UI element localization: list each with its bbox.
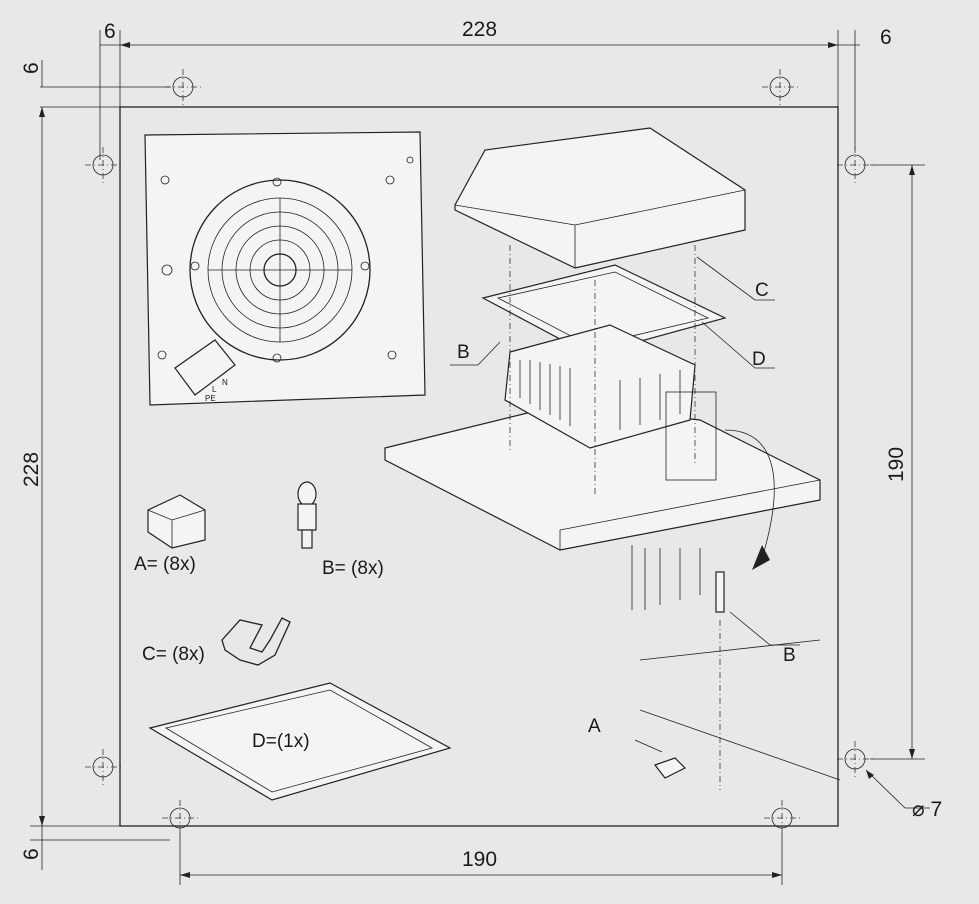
dim-top-right-offset: 6 [880,26,892,49]
part-d-label: D=(1x) [252,731,310,752]
callout-a-detail: A [588,716,601,737]
part-b-stud [297,481,317,549]
dim-left-height: 228 [20,452,43,487]
dim-hole-diameter: ⌀ 7 [912,798,942,821]
mounting-holes [85,69,873,836]
callout-leaders [450,256,800,753]
terminal-l: L [212,385,217,394]
callout-b-top: B [457,342,470,363]
part-c-spring-clip [221,617,291,666]
callout-b-detail: B [783,645,796,666]
dimension-arrows [39,42,915,878]
part-a-clip [147,494,206,549]
dim-right-height: 190 [885,447,908,482]
terminal-block [174,339,236,396]
terminal-n: N [222,378,228,387]
part-d-gasket [148,682,452,801]
exploded-assembly [384,127,841,790]
panel-cutout-outline [119,106,839,827]
fan-back-view: N L PE [144,131,426,406]
part-a-label: A= (8x) [134,554,196,575]
part-c-label: C= (8x) [142,644,205,665]
dim-left-bottom-offset: 6 [20,848,43,860]
callout-c: C [755,280,769,301]
dim-bottom-width: 190 [462,848,497,871]
dim-top-width: 228 [462,18,497,41]
terminal-pe: PE [205,394,216,403]
dim-top-left-offset: 6 [104,20,116,43]
callout-d: D [752,349,766,370]
dimension-lines [30,30,930,885]
part-b-label: B= (8x) [322,558,384,579]
dim-left-top-offset: 6 [20,62,43,74]
